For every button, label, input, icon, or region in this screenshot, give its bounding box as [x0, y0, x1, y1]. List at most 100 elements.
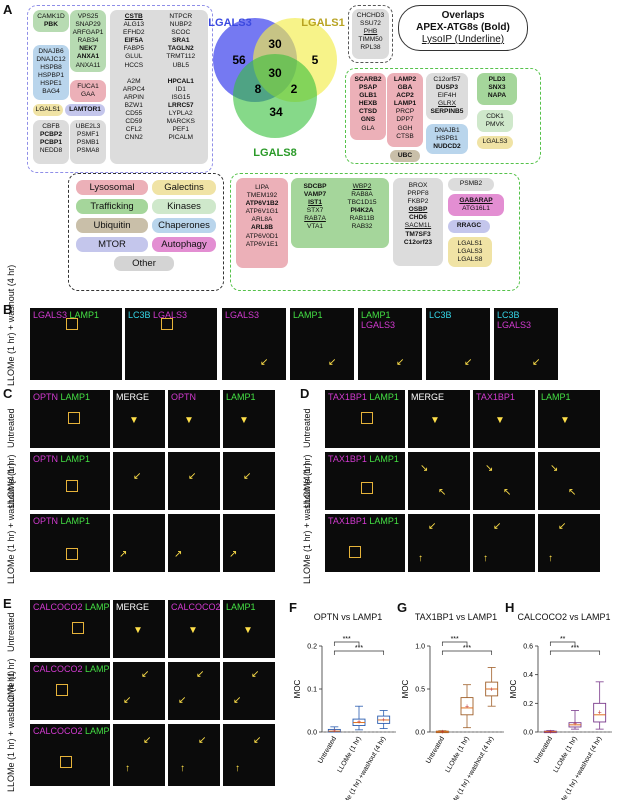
- significance-bracket: [441, 641, 468, 646]
- venn-label-lgals1: LGALS1: [301, 17, 344, 29]
- panel-label-f: F: [289, 600, 297, 615]
- y-axis-label: MOC: [293, 679, 302, 698]
- panel-e-washout-calcoco2: ↑↙: [168, 724, 220, 786]
- panel-e-llome-calcoco2: ↙↙: [168, 662, 220, 720]
- y-tick-label: 0.2: [523, 701, 533, 708]
- panel-d-washout-merge: ↙↑: [408, 514, 470, 572]
- y-tick-label: 0.5: [415, 687, 425, 694]
- venn-circle-lgals8: [233, 54, 317, 138]
- cat-mtor: MTOR: [76, 237, 148, 252]
- panel-c-untreated-overview: OPTN LAMP1: [30, 390, 110, 448]
- panel-c-washout-optn: ↗: [168, 514, 220, 572]
- panel-b-zoom-lc3b: LC3B↙: [426, 308, 490, 380]
- panel-c-untreated-lamp1: LAMP1▼: [223, 390, 275, 448]
- panel-b-zoom-lgals3: LGALS3↙: [222, 308, 286, 380]
- overlaps-title: Overlaps: [441, 10, 485, 21]
- box: [460, 697, 474, 716]
- panel-e-row-washout: LLOMe (1 hr) + washout (4 hr): [6, 670, 16, 792]
- overlaps-bold-note: APEX-ATG8s (Bold): [416, 22, 510, 33]
- panel-d-washout-tax1bp1: ↙↑: [473, 514, 535, 572]
- panel-e-washout-lamp1: ↑↙: [223, 724, 275, 786]
- panel-c-washout-merge: ↗: [113, 514, 165, 572]
- significance-label: **: [560, 636, 566, 643]
- panel-e-row-untreated: Untreated: [6, 612, 16, 652]
- significance-label: ***: [451, 636, 459, 643]
- venn-count-lgals8-only: 34: [269, 105, 283, 119]
- cat-trafficking: Trafficking: [76, 199, 148, 214]
- lgals8-group-frame: [230, 173, 520, 291]
- y-tick-label: 1.0: [415, 644, 425, 651]
- mean-marker: +: [490, 687, 494, 694]
- x-tick-label: Untreated: [425, 735, 446, 765]
- panel-b-zoom-lamp1: LAMP1↙: [290, 308, 354, 380]
- panel-c-untreated-merge: MERGE▼: [113, 390, 165, 448]
- y-axis-label: MOC: [509, 679, 518, 698]
- cat-galectins: Galectins: [152, 180, 216, 195]
- venn-count-lgals1-only: 5: [312, 53, 319, 67]
- x-tick-label: Untreated: [533, 735, 554, 765]
- panel-c-llome-lamp1: ↙: [223, 452, 275, 510]
- cat-other: Other: [114, 256, 174, 271]
- cat-autophagy: Autophagy: [152, 237, 216, 252]
- panel-e-llome-merge: ↙↙: [113, 662, 165, 720]
- mean-marker: +: [357, 719, 361, 726]
- panel-d-washout-lamp1: ↙↑: [538, 514, 600, 572]
- significance-bracket: [333, 641, 360, 646]
- overlaps-underline-note: LysoIP (Underline): [421, 34, 505, 45]
- panel-c-llome-optn: ↙: [168, 452, 220, 510]
- mean-marker: +: [465, 704, 469, 711]
- y-tick-label: 0.6: [523, 644, 533, 651]
- significance-label: ***: [343, 636, 351, 643]
- panel-c-llome-merge: ↙: [113, 452, 165, 510]
- panel-label-h: H: [505, 600, 515, 615]
- panel-d-llome-lamp1: ↘↖: [538, 452, 600, 510]
- y-tick-label: 0.0: [415, 730, 425, 737]
- mean-marker: +: [440, 729, 444, 736]
- panel-d-row-untreated: Untreated: [302, 408, 312, 448]
- y-axis-label: MOC: [401, 679, 410, 698]
- panel-c-washout-overview: OPTN LAMP1: [30, 514, 110, 572]
- mean-marker: +: [548, 729, 552, 736]
- panel-d-llome-overview: TAX1BP1 LAMP1: [325, 452, 405, 510]
- y-tick-label: 0.0: [307, 730, 317, 737]
- venn-label-lgals3: LGALS3: [208, 17, 251, 29]
- panel-b-row-label: LLOMe (1 hr) + washout (4 hr): [6, 264, 16, 386]
- significance-bracket: [333, 650, 385, 655]
- chart-g-title: TAX1BP1 vs LAMP1: [414, 612, 498, 622]
- category-legend-frame: [68, 173, 224, 291]
- venn-count-l1-l8: 2: [291, 82, 298, 96]
- panel-label-g: G: [397, 600, 408, 615]
- venn-label-lgals8: LGALS8: [253, 147, 296, 159]
- panel-c-row-washout: LLOMe (1 hr) + washout (4 hr): [6, 462, 16, 584]
- panel-c-llome-overview: OPTN LAMP1: [30, 452, 110, 510]
- cat-lysosomal: Lysosomal: [76, 180, 148, 195]
- panel-c-untreated-optn: OPTN▼: [168, 390, 220, 448]
- venn-count-all: 30: [268, 66, 282, 80]
- lgals3-group-frame: [27, 5, 213, 173]
- panel-label-b: B: [3, 302, 13, 317]
- panel-e-llome-lamp1: ↙↙: [223, 662, 275, 720]
- mean-marker: +: [573, 721, 577, 728]
- panel-d-llome-merge: ↘↖: [408, 452, 470, 510]
- panel-d-untreated-merge: MERGE▼: [408, 390, 470, 448]
- significance-label: ***: [463, 645, 471, 652]
- panel-b-image-lc3b-lgals3: LC3B LGALS3: [125, 308, 217, 380]
- chart-f-title: OPTN vs LAMP1: [313, 612, 383, 622]
